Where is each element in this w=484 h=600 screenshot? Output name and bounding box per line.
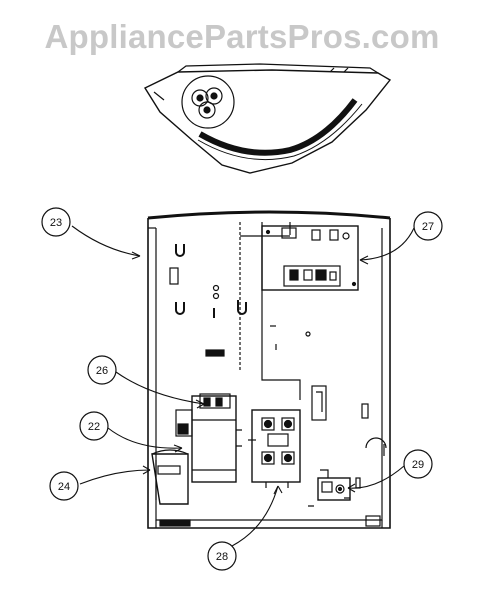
contactor-part <box>248 409 301 488</box>
callout-label-22: 22 <box>88 421 100 433</box>
callout-label-23: 23 <box>50 217 62 229</box>
callout-label-26: 26 <box>96 365 108 377</box>
callout-leaders <box>71 225 415 547</box>
callout-24: 24 <box>49 471 79 501</box>
callout-22: 22 <box>79 411 109 441</box>
callout-23: 23 <box>41 207 71 237</box>
cabinet-back-panel <box>147 210 391 529</box>
wire-clips <box>169 244 247 357</box>
control-board-part <box>261 225 359 291</box>
callout-label-24: 24 <box>58 481 70 493</box>
callout-27: 27 <box>413 211 443 241</box>
terminal-block-part <box>317 469 351 501</box>
panel-details <box>270 325 387 507</box>
fan-shroud-part <box>143 63 392 174</box>
callout-label-28: 28 <box>216 551 228 563</box>
callout-label-27: 27 <box>422 221 434 233</box>
callout-26: 26 <box>87 355 117 385</box>
watermark-text: AppliancePartsPros.com <box>44 18 440 55</box>
inner-divider <box>239 222 301 400</box>
capacitor-assembly-part <box>151 393 242 505</box>
callout-28: 28 <box>207 541 237 571</box>
callout-label-29: 29 <box>412 459 424 471</box>
callout-29: 29 <box>403 449 433 479</box>
